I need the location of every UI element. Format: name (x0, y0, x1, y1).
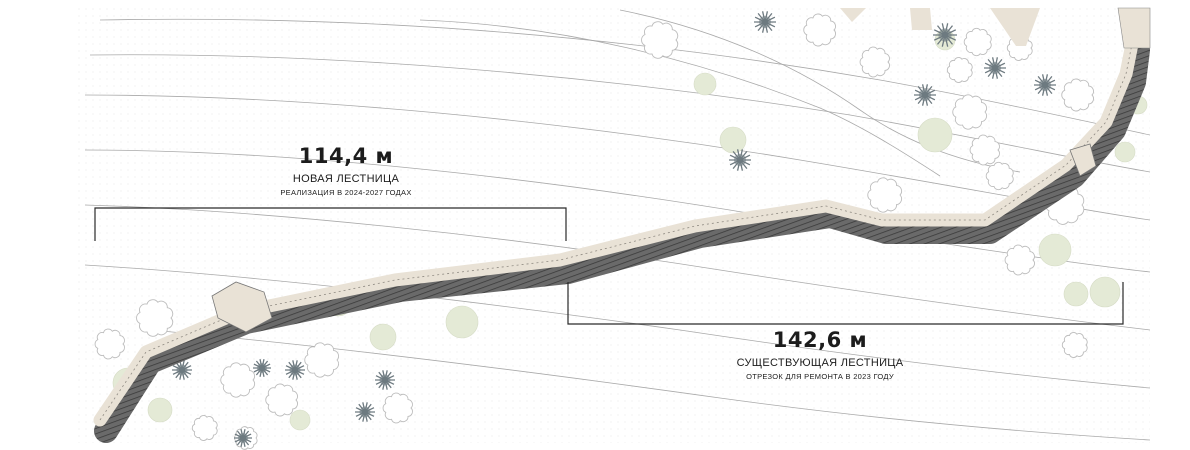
new-stair-note: РЕАЛИЗАЦИЯ В 2024-2027 ГОДАХ (280, 188, 412, 197)
conifer-crown (918, 88, 932, 102)
contour-line (84, 264, 1151, 389)
new-stair-label: 114,4 м НОВАЯ ЛЕСТНИЦА РЕАЛИЗАЦИЯ В 2024… (246, 144, 446, 197)
shrub (147, 397, 173, 423)
tree (1061, 332, 1088, 358)
existing-stair-label: 142,6 м СУЩЕСТВУЮЩАЯ ЛЕСТНИЦА ОТРЕЗОК ДЛ… (710, 328, 930, 381)
conifer-crown (238, 433, 248, 443)
conifer-crown (176, 364, 188, 376)
contour-lines (84, 9, 1151, 441)
new-stair-bracket (94, 207, 567, 241)
shrub (1089, 276, 1121, 308)
conifer-crown (289, 364, 301, 376)
conifer-crown (1038, 78, 1052, 92)
existing-stair-bracket (567, 282, 1124, 325)
conifer-crown (733, 153, 747, 167)
tree (191, 415, 218, 441)
upper-deck (1117, 7, 1151, 49)
shrub (445, 305, 479, 339)
dimension-brackets (94, 207, 1124, 325)
tree (1061, 78, 1094, 112)
tree (867, 177, 902, 213)
contour-line (84, 204, 1151, 331)
tree (985, 161, 1014, 191)
tree (1004, 244, 1035, 276)
tree (803, 13, 836, 47)
upper-path (990, 8, 1040, 46)
staircase (93, 7, 1151, 443)
conifer-crown (988, 61, 1002, 75)
vegetation (94, 11, 1148, 450)
shrub (693, 72, 717, 96)
contour-line (619, 9, 1021, 173)
tree (136, 299, 174, 337)
contour-line (149, 329, 1151, 441)
tree (382, 392, 413, 424)
tree (94, 328, 125, 360)
new-stair-name: НОВАЯ ЛЕСТНИЦА (292, 173, 400, 185)
conifer-crown (257, 363, 267, 373)
shrub (917, 117, 953, 153)
shrub (719, 126, 747, 154)
existing-stair-note: ОТРЕЗОК ДЛЯ РЕМОНТА В 2023 ГОДУ (746, 372, 894, 381)
tree (265, 383, 298, 417)
stair-edge (99, 43, 1133, 421)
conifer-crown (758, 15, 772, 29)
tree (952, 94, 987, 130)
shrub (1038, 233, 1072, 267)
tree (220, 362, 255, 398)
tree (969, 134, 1000, 166)
contour-line (99, 18, 1151, 136)
existing-stair-name: СУЩЕСТВУЮЩАЯ ЛЕСТНИЦА (736, 357, 904, 369)
tree (963, 27, 992, 57)
existing-stair-length: 142,6 м (772, 328, 868, 352)
new-stair-length: 114,4 м (298, 144, 394, 168)
shrub (289, 409, 311, 431)
shrub (1114, 141, 1136, 163)
upper-path (840, 8, 866, 22)
tree (946, 57, 973, 83)
tree (859, 46, 890, 78)
stair-landing (211, 281, 273, 333)
shrub (369, 323, 397, 351)
conifer-crown (359, 406, 371, 418)
upper-path (910, 8, 932, 30)
conifer-crown (379, 374, 391, 386)
tree (641, 21, 679, 59)
contour-line (89, 54, 1151, 173)
shrub (1063, 281, 1089, 307)
tree (304, 342, 339, 378)
stair-landing (1069, 143, 1097, 177)
conifer-crown (938, 28, 952, 42)
contour-line (419, 19, 941, 177)
